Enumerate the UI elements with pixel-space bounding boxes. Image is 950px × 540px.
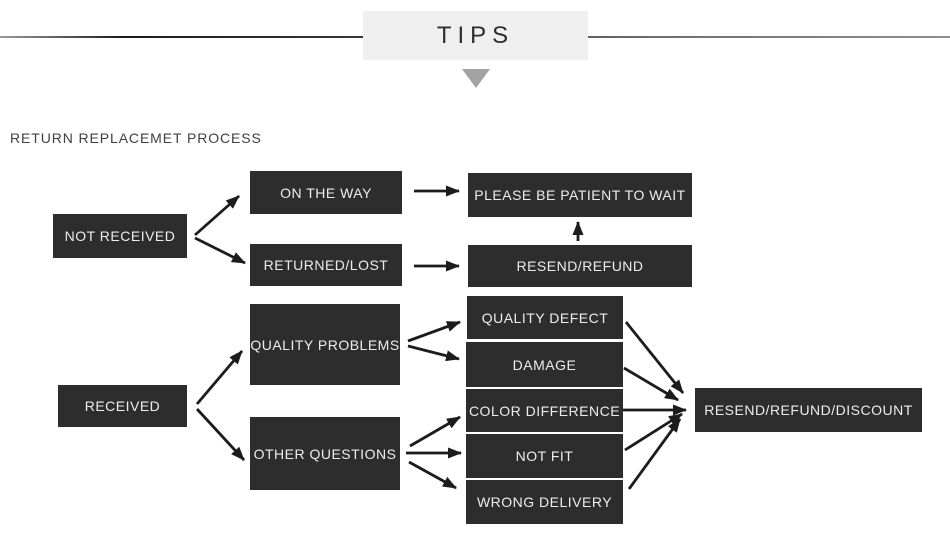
node-please-be-patient: PLEASE BE PATIENT TO WAIT [468,173,692,217]
arrow-damage-to-resend-refund-discount [623,366,679,402]
node-resend-refund-discount: RESEND/REFUND/DISCOUNT [695,388,922,432]
arrow-wrong-delivery-to-resend-refund-discount [627,418,682,490]
arrow-not-received-to-on-the-way [194,194,240,237]
node-received: RECEIVED [58,385,187,427]
node-not-received: NOT RECEIVED [53,214,187,258]
arrow-quality-defect-to-resend-refund-discount [624,321,685,394]
arrow-quality-problems-to-quality-defect [407,320,461,343]
arrow-received-to-quality-problems [195,350,244,405]
node-resend-refund: RESEND/REFUND [468,245,692,287]
node-wrong-delivery: WRONG DELIVERY [466,480,623,524]
tips-title: TIPS [436,21,515,49]
node-quality-problems: QUALITY PROBLEMS [250,304,400,385]
tips-header: TIPS [363,11,588,60]
node-on-the-way: ON THE WAY [250,171,402,214]
arrow-other-questions-to-color-difference [409,415,461,448]
arrow-not-received-to-returned-lost [194,236,246,265]
node-returned-lost: RETURNED/LOST [250,244,402,286]
node-damage: DAMAGE [466,342,623,387]
node-other-questions: OTHER QUESTIONS [250,417,400,490]
node-quality-defect: QUALITY DEFECT [467,296,623,339]
arrow-not-fit-to-resend-refund-discount [624,412,683,452]
triangle-down-icon [462,69,490,88]
node-color-difference: COLOR DIFFERENCE [466,389,623,432]
arrow-other-questions-to-wrong-delivery [408,460,457,490]
arrow-received-to-other-questions [195,408,246,461]
arrow-quality-problems-to-damage [407,344,460,362]
node-not-fit: NOT FIT [466,434,623,478]
section-title: RETURN REPLACEMET PROCESS [10,130,262,146]
